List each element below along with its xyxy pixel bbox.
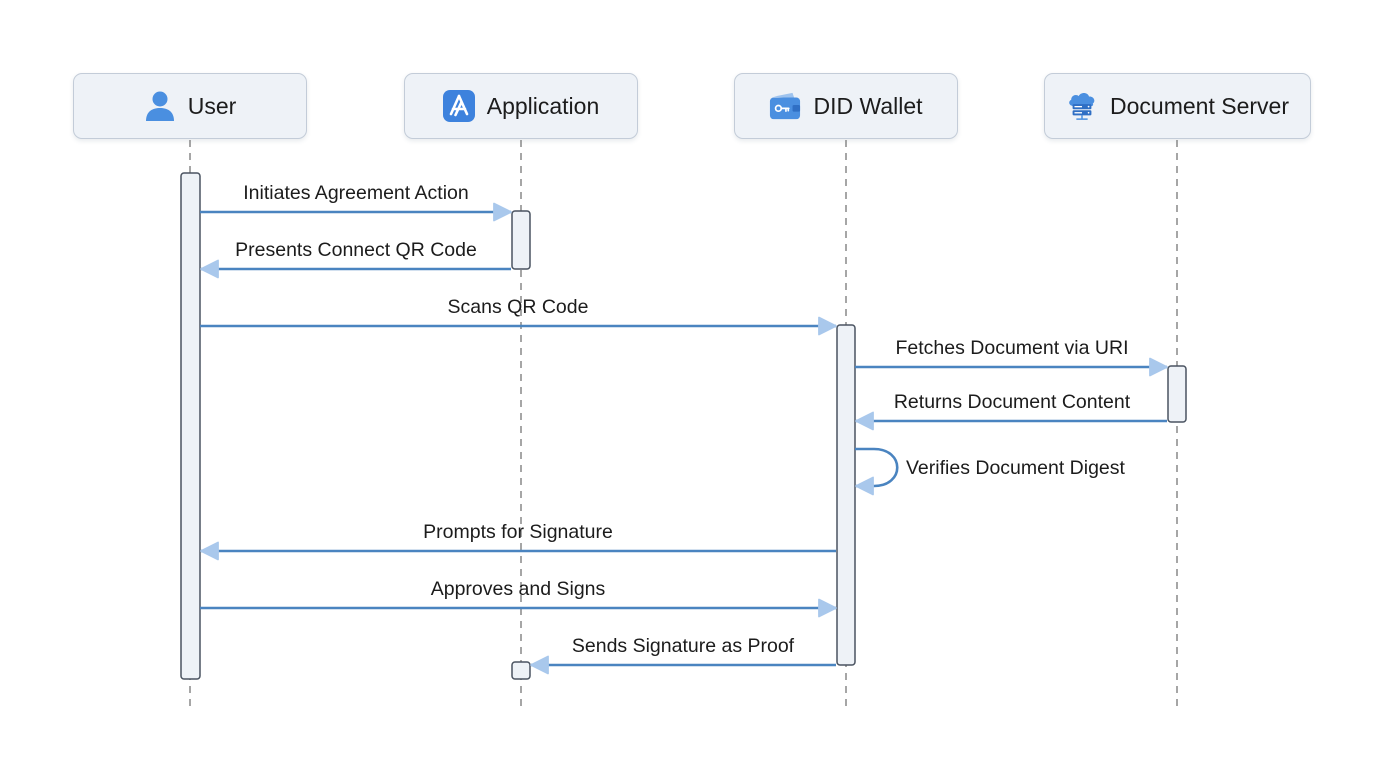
- activation-document-server: [1167, 365, 1187, 423]
- participant-user: User: [73, 73, 307, 139]
- message-label: Sends Signature as Proof: [572, 635, 795, 657]
- message-label: Returns Document Content: [894, 391, 1131, 413]
- message-label: Scans QR Code: [448, 296, 589, 318]
- message-label: Prompts for Signature: [423, 521, 613, 543]
- participant-document-server: Document Server: [1044, 73, 1311, 139]
- self-message-arrow: [855, 447, 899, 496]
- message-label: Approves and Signs: [431, 578, 606, 600]
- activation-did-wallet: [836, 324, 856, 666]
- participant-application: Application: [404, 73, 638, 139]
- participant-label-document-server: Document Server: [1110, 92, 1289, 119]
- participant-label-did-wallet: DID Wallet: [813, 92, 923, 119]
- activation-user: [180, 172, 201, 680]
- activation-application-2: [511, 661, 531, 680]
- wallet-icon: [769, 90, 801, 122]
- message-label: Fetches Document via URI: [895, 337, 1128, 359]
- user-icon: [144, 90, 176, 122]
- participant-did-wallet: DID Wallet: [734, 73, 958, 139]
- participant-label-user: User: [187, 92, 237, 119]
- message-label: Presents Connect QR Code: [235, 239, 477, 261]
- message-label: Initiates Agreement Action: [243, 182, 468, 204]
- participant-label-application: Application: [486, 92, 600, 119]
- app-store-icon: [442, 90, 475, 122]
- activation-application-1: [511, 210, 531, 270]
- message-label: Verifies Document Digest: [906, 457, 1126, 479]
- cloud-server-icon: [1066, 90, 1098, 122]
